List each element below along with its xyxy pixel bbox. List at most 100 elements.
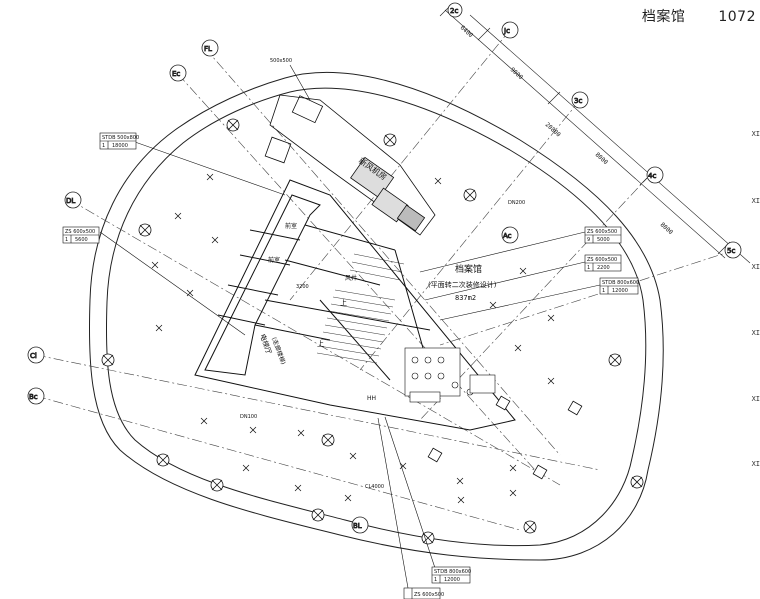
axis-bubble-2c: 2c	[447, 2, 463, 18]
svg-text:ZS 600x500: ZS 600x500	[587, 257, 617, 263]
core-outline	[194, 179, 516, 431]
column	[421, 531, 435, 545]
duct-label-top: 500x500	[270, 58, 292, 64]
fixture	[186, 289, 194, 297]
svg-text:ZS 600x500: ZS 600x500	[587, 229, 617, 235]
stair-up-label: 上	[340, 298, 347, 307]
right-edge-marks: XI XI XI XI XI XI	[748, 0, 760, 599]
svg-text:Ac: Ac	[503, 232, 512, 240]
stair-up-label-2: 上	[317, 339, 324, 348]
pipe-tag-1: STDB 500x800 1 18000	[99, 132, 139, 150]
room-label-a: 前室	[285, 222, 297, 230]
pipe-tag-5: STDB 800x600 1 12000	[599, 277, 639, 295]
svg-text:DL: DL	[66, 197, 75, 205]
column	[630, 475, 644, 489]
grid-line-bc	[35, 395, 521, 531]
stair-treads	[316, 253, 405, 364]
room-label-d: HH	[367, 395, 376, 402]
fixture	[509, 464, 517, 472]
svg-text:ZS 600x500: ZS 600x500	[65, 229, 95, 235]
slab-outer-boundary	[88, 72, 664, 561]
fixture	[344, 494, 352, 502]
fixture	[206, 173, 214, 181]
fixture	[456, 477, 464, 485]
svg-text:5600: 5600	[75, 237, 88, 243]
fixture	[547, 314, 555, 322]
grid-line-5c	[439, 249, 736, 346]
fixture	[297, 429, 305, 437]
fixture	[242, 464, 250, 472]
column	[156, 453, 170, 467]
svg-text:2c: 2c	[450, 7, 458, 15]
svg-text:1: 1	[602, 288, 605, 294]
dimension-chain	[439, 3, 751, 264]
column-square	[427, 447, 443, 463]
column	[463, 188, 477, 202]
svg-text:5c: 5c	[727, 247, 735, 255]
axis-bubble-fl: FL	[201, 39, 219, 57]
column-square	[532, 464, 548, 480]
axis-bubble-3c: 3c	[571, 91, 589, 109]
column	[226, 118, 240, 132]
svg-text:STDB 500x800: STDB 500x800	[102, 135, 139, 141]
axis-bubble-5c: 5c	[724, 241, 742, 259]
pipe-tag-2: ZS 600x500 1 5600	[62, 226, 100, 244]
axis-bubble-dl: DL	[64, 191, 82, 209]
fixture	[200, 417, 208, 425]
washroom-fixtures	[404, 347, 496, 403]
column-square	[495, 395, 511, 411]
dim-text: 6400	[459, 24, 475, 39]
grid-line-4c	[419, 174, 651, 421]
fixture	[434, 177, 442, 185]
fixture	[151, 261, 159, 269]
fixture	[509, 489, 517, 497]
svg-text:5000: 5000	[597, 237, 610, 243]
svg-text:FL: FL	[204, 45, 212, 53]
grid-lines	[35, 29, 736, 531]
svg-text:STDB 800x600: STDB 800x600	[434, 569, 471, 575]
dim-text: 8000	[659, 221, 675, 236]
axis-bubble-jc: Jc	[501, 21, 519, 39]
grid-line-fl	[204, 47, 561, 456]
grid-line-jc	[289, 29, 511, 301]
room-label-archive: 档案馆	[455, 263, 482, 275]
edge-mark: XI	[751, 329, 760, 337]
svg-text:BL: BL	[353, 522, 362, 530]
dim-text: 9000	[509, 66, 525, 81]
edge-mark: XI	[751, 130, 760, 138]
fixture	[294, 484, 302, 492]
fan-room-ducts	[264, 94, 436, 236]
facade-inner-boundary	[105, 87, 647, 547]
svg-text:12000: 12000	[612, 288, 628, 294]
svg-text:Bc: Bc	[29, 393, 38, 401]
fixture	[547, 377, 555, 385]
axis-bubble-bc: Bc	[27, 387, 45, 405]
svg-text:1: 1	[102, 143, 105, 149]
fixture	[457, 496, 465, 504]
light-fixtures	[151, 173, 555, 504]
sheet-title: 档案馆	[641, 9, 686, 25]
svg-text:Cl: Cl	[30, 352, 37, 360]
fixture	[514, 344, 522, 352]
fixture	[349, 452, 357, 460]
edge-mark: XI	[751, 460, 760, 468]
room-area-archive: 837m2	[455, 294, 476, 302]
grid-line-3c	[359, 99, 581, 371]
edge-mark: XI	[751, 395, 760, 403]
column	[608, 353, 622, 367]
column	[101, 353, 115, 367]
fixture	[519, 267, 527, 275]
pipe-tag-6: STDB 800x600 1 12000	[431, 566, 471, 584]
fixture	[155, 324, 163, 332]
column	[311, 508, 325, 522]
fixture	[211, 236, 219, 244]
axis-bubble-ac-small: Ac	[501, 226, 519, 244]
svg-text:1: 1	[434, 577, 437, 583]
svg-text:18000: 18000	[112, 143, 128, 149]
grid-line-cl	[35, 354, 601, 471]
svg-text:1: 1	[65, 237, 68, 243]
tag-leaders	[99, 64, 601, 589]
room-label-b: 前室	[268, 256, 280, 264]
core-west-block	[204, 194, 321, 376]
